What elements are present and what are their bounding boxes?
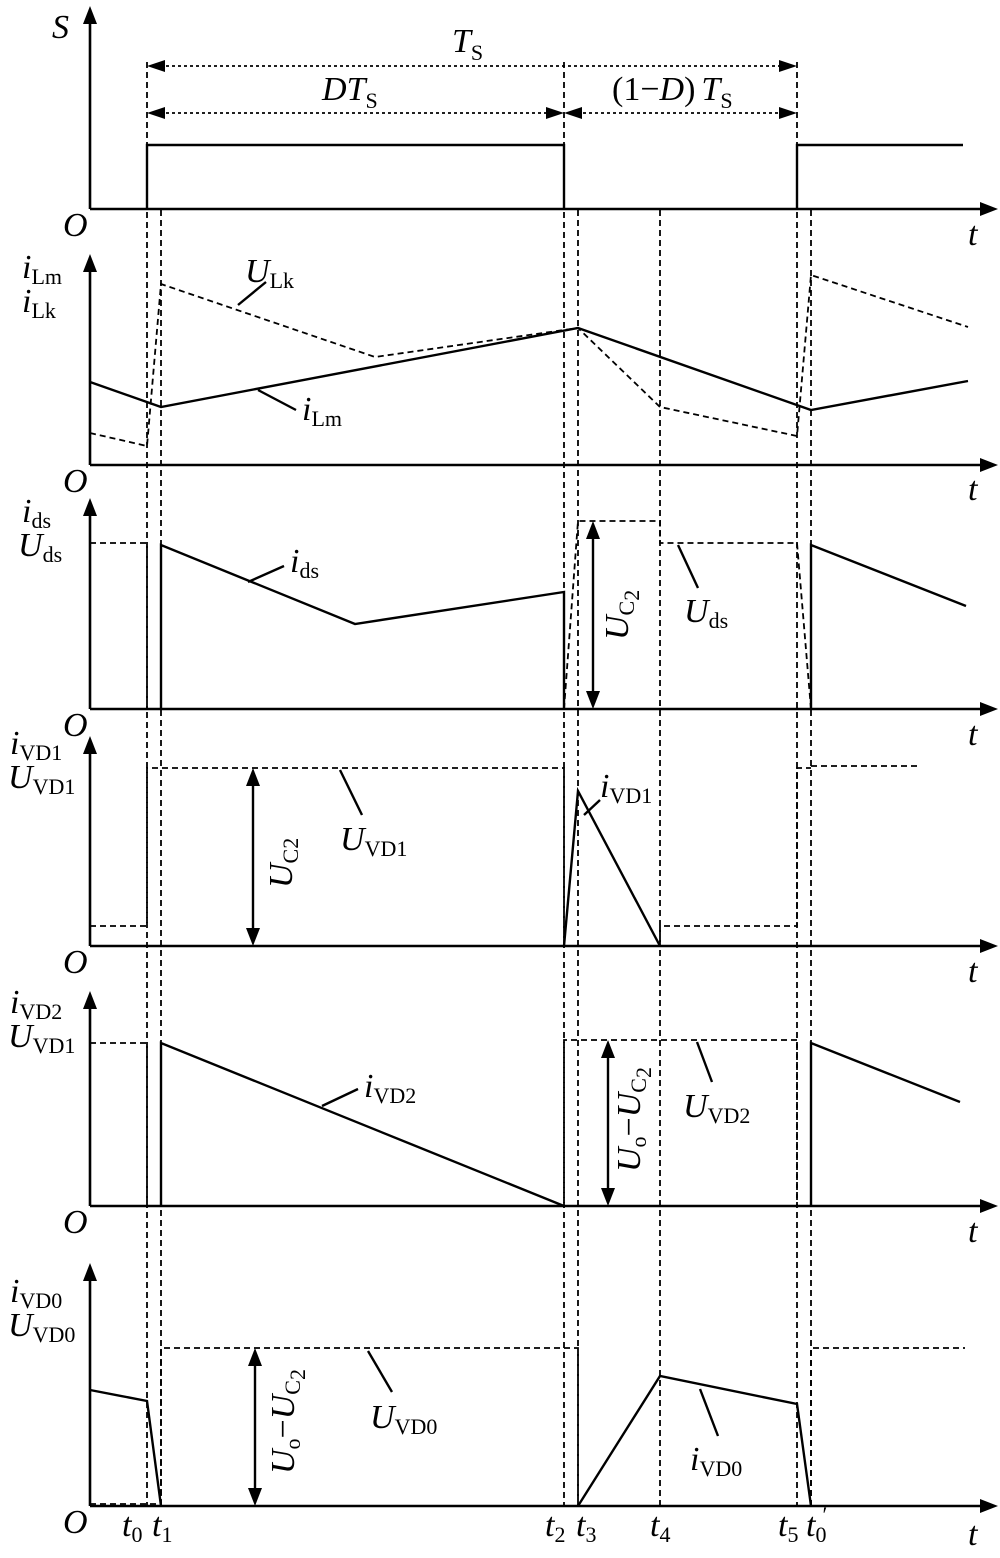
origin-label: O (63, 944, 88, 981)
time-axis-label: t (968, 216, 979, 253)
ivd2-axis-label: iVD2 (10, 984, 62, 1024)
arrowhead-right (779, 60, 797, 72)
s-axis-label: S (52, 9, 69, 46)
dts-label: DTS (321, 71, 378, 113)
origin-label: O (63, 463, 88, 500)
ilm-annotation: iLm (302, 391, 342, 431)
uc2-annotation: UC2 (263, 838, 303, 888)
time-guide-lines (146, 62, 812, 1507)
uc2-annotation: UC2 (599, 590, 644, 640)
origin-label: O (63, 1504, 88, 1541)
ulk-waveform (89, 273, 969, 448)
ivd1-waveform (562, 786, 662, 947)
t3-label: t3 (576, 1507, 596, 1547)
t0-prime-label: t0′ (806, 1502, 827, 1547)
uvd2-waveform (90, 1039, 811, 1207)
time-axis-label: t (968, 471, 979, 508)
panel-switch-current-voltage: ids Uds O t UC2 ids Uds (18, 493, 998, 753)
ids-waveform-1 (159, 543, 566, 709)
ilm-waveform (89, 326, 969, 412)
ids-axis-label: ids (22, 493, 51, 533)
origin-label: O (63, 1204, 88, 1241)
ivd0-annotation: iVD0 (690, 1441, 742, 1481)
time-axis-label: t (968, 1516, 979, 1553)
one-minus-d-ts-label: (1−D)TS (612, 71, 733, 113)
uds-annotation: Uds (684, 593, 728, 633)
ivd0-axis-label: iVD0 (10, 1273, 62, 1313)
ivd1-annotation: iVD1 (600, 768, 652, 808)
uds-waveform (90, 520, 812, 710)
panel-diode-vd0: iVD0 UVD0 O t Uo−UC2 UVD0 iVD0 (8, 1263, 998, 1553)
uvd0-axis-label: UVD0 (8, 1307, 75, 1347)
origin-label: O (63, 707, 88, 744)
ilk-axis-label: iLk (22, 283, 56, 323)
ulk-annotation: ULk (245, 253, 294, 293)
period-annotations: TS DTS (1−D)TS (147, 23, 797, 119)
t2-label: t2 (545, 1507, 565, 1547)
uvd0-waveform-1 (90, 1347, 579, 1506)
time-axis-label: t (968, 1213, 979, 1250)
arrowhead-left (147, 60, 165, 72)
ids-annotation: ids (290, 543, 319, 583)
t4-label: t4 (650, 1507, 670, 1547)
ids-waveform-2 (809, 543, 967, 709)
uds-axis-label: Uds (18, 527, 62, 567)
ivd0-waveform-2 (576, 1374, 813, 1507)
ivd0-waveform (89, 1388, 163, 1507)
panel-magnetizing-current: iLm iLk O t ULk iLm (22, 249, 998, 508)
ivd2-waveform-2 (809, 1041, 961, 1206)
uo-uc2-annotation: Uo−UC2 (265, 1369, 310, 1474)
uvd0-annotation: UVD0 (370, 1399, 437, 1439)
t0-label: t0 (122, 1507, 142, 1547)
panel-switch-signal: S O t (52, 6, 998, 253)
time-axis-label: t (968, 953, 979, 990)
ilm-axis-label: iLm (22, 249, 62, 289)
uvd2-annotation: UVD2 (683, 1088, 750, 1128)
time-mark-labels: t0 t1 t2 t3 t4 t5 t0′ (122, 1502, 827, 1547)
ivd1-axis-label: iVD1 (10, 725, 62, 765)
time-axis-label: t (968, 716, 979, 753)
t5-label: t5 (778, 1507, 798, 1547)
ivd2-annotation: iVD2 (364, 1068, 416, 1108)
ts-label: TS (452, 23, 483, 65)
uvd1-axis-label: UVD1 (8, 759, 75, 799)
switch-pulse-1 (145, 143, 566, 209)
panel-diode-vd2: iVD2 UVD1 O t Uo−UC2 iVD2 UVD2 (8, 984, 998, 1250)
uvd1-waveform-1 (90, 767, 811, 947)
switch-pulse-2 (795, 143, 963, 209)
t1-label: t1 (152, 1507, 172, 1547)
ivd2-waveform-1 (159, 1041, 565, 1208)
uvd1-axis-label: UVD1 (8, 1018, 75, 1058)
uo-uc2-annotation: Uo−UC2 (611, 1067, 656, 1172)
uvd0-waveform-2 (810, 1347, 965, 1506)
panel-diode-vd1: iVD1 UVD1 O t UC2 UVD1 iVD1 (8, 725, 998, 990)
uvd1-annotation: UVD1 (340, 821, 407, 861)
origin-label: O (63, 207, 88, 244)
